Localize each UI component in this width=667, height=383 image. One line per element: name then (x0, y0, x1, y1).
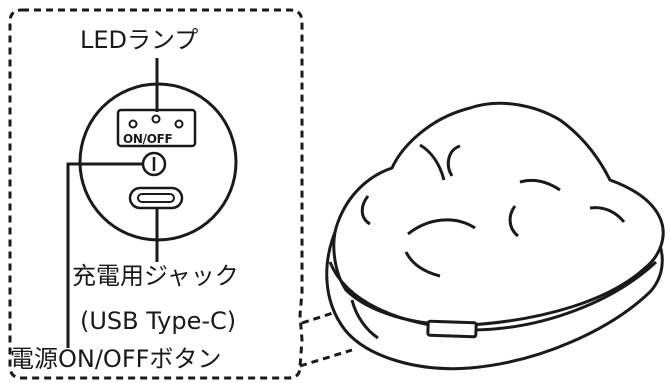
led-indicator-icon (174, 119, 184, 129)
usb-type-label: (USB Type-C) (80, 307, 237, 335)
power-button-label: 電源ON/OFFボタン (10, 345, 222, 373)
device-tuft (446, 144, 461, 177)
device-tuft (508, 205, 520, 238)
device-side-port (426, 319, 478, 339)
on-off-panel-text: ON/OFF (123, 132, 173, 146)
device-tuft (407, 218, 476, 236)
callout-connector-top (301, 311, 334, 325)
callout-connector-bottom (299, 348, 353, 368)
product-device (325, 101, 665, 371)
device-tuft (519, 178, 561, 192)
device-tuft (419, 143, 446, 181)
callout-dashed-outline (8, 8, 304, 380)
device-tuft (589, 206, 626, 223)
usb-c-port-inner (137, 193, 175, 203)
device-tuft (404, 251, 441, 278)
power-pointer-line (66, 162, 143, 348)
led-indicator-icon (128, 119, 138, 129)
device-tuft (360, 195, 371, 226)
led-lamp-label: LEDランプ (80, 26, 199, 54)
charging-jack-label: 充電用ジャック (72, 262, 239, 290)
device-side-detail (350, 299, 379, 340)
led-indicator-icon (151, 114, 161, 124)
